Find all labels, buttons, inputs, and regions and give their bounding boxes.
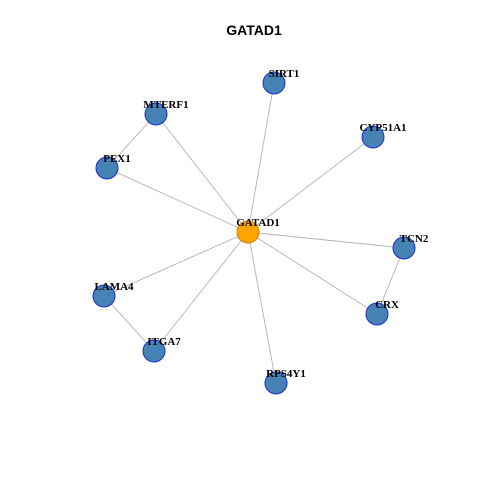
node-sirt1 bbox=[262, 71, 286, 95]
edge-gatad1-cyp51a1 bbox=[247, 136, 374, 233]
node-gatad1 bbox=[236, 220, 260, 244]
edge-gatad1-sirt1 bbox=[247, 82, 275, 233]
edge-layer bbox=[103, 82, 405, 384]
node-tcn2 bbox=[392, 236, 416, 260]
edge-gatad1-mterf1 bbox=[155, 113, 249, 233]
edge-gatad1-tcn2 bbox=[247, 231, 405, 249]
node-label-crx: CRX bbox=[375, 299, 399, 311]
edge-gatad1-rps4y1 bbox=[247, 231, 277, 384]
edge-gatad1-pex1 bbox=[106, 167, 249, 233]
node-pex1 bbox=[95, 156, 119, 180]
node-label-tcn2: TCN2 bbox=[400, 233, 429, 245]
node-cyp51a1 bbox=[361, 125, 385, 149]
node-label-rps4y1: RPS4Y1 bbox=[266, 368, 306, 380]
node-label-cyp51a1: CYP51A1 bbox=[359, 122, 406, 134]
node-label-lama4: LAMA4 bbox=[94, 281, 134, 293]
node-layer bbox=[92, 71, 416, 395]
node-label-itga7: ITGA7 bbox=[147, 336, 181, 348]
edge-lama4-itga7 bbox=[103, 295, 155, 352]
node-crx bbox=[365, 302, 389, 326]
node-itga7 bbox=[142, 339, 166, 363]
edge-gatad1-lama4 bbox=[103, 231, 249, 297]
label-layer: GATAD1 SIRT1MTERF1CYP51A1PEX1TCN2LAMA4CRX… bbox=[94, 68, 428, 380]
diagram-title: GATAD1 bbox=[226, 22, 282, 38]
node-rps4y1 bbox=[264, 371, 288, 395]
node-label-pex1: PEX1 bbox=[103, 153, 131, 165]
node-mterf1 bbox=[144, 102, 168, 126]
node-label-mterf1: MTERF1 bbox=[143, 99, 188, 111]
edge-tcn2-crx bbox=[376, 247, 405, 315]
node-lama4 bbox=[92, 284, 116, 308]
edge-mterf1-pex1 bbox=[106, 113, 157, 169]
edge-gatad1-itga7 bbox=[153, 231, 249, 352]
node-label-sirt1: SIRT1 bbox=[269, 68, 300, 80]
node-label-gatad1: GATAD1 bbox=[236, 217, 280, 229]
edge-gatad1-crx bbox=[247, 231, 378, 315]
